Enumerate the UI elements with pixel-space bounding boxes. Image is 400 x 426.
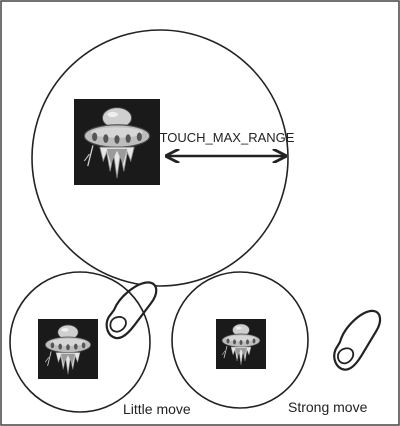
strong-move-label: Strong move (288, 399, 368, 415)
touch-range-circle (31, 29, 289, 287)
ufo-icon (73, 98, 161, 186)
ufo-icon (37, 318, 99, 380)
range-label: TOUCH_MAX_RANGE (160, 130, 295, 145)
little-move-circle (9, 271, 151, 413)
ufo-icon (215, 318, 267, 370)
strong-move-circle (171, 271, 309, 409)
little-move-label: Little move (123, 401, 191, 417)
